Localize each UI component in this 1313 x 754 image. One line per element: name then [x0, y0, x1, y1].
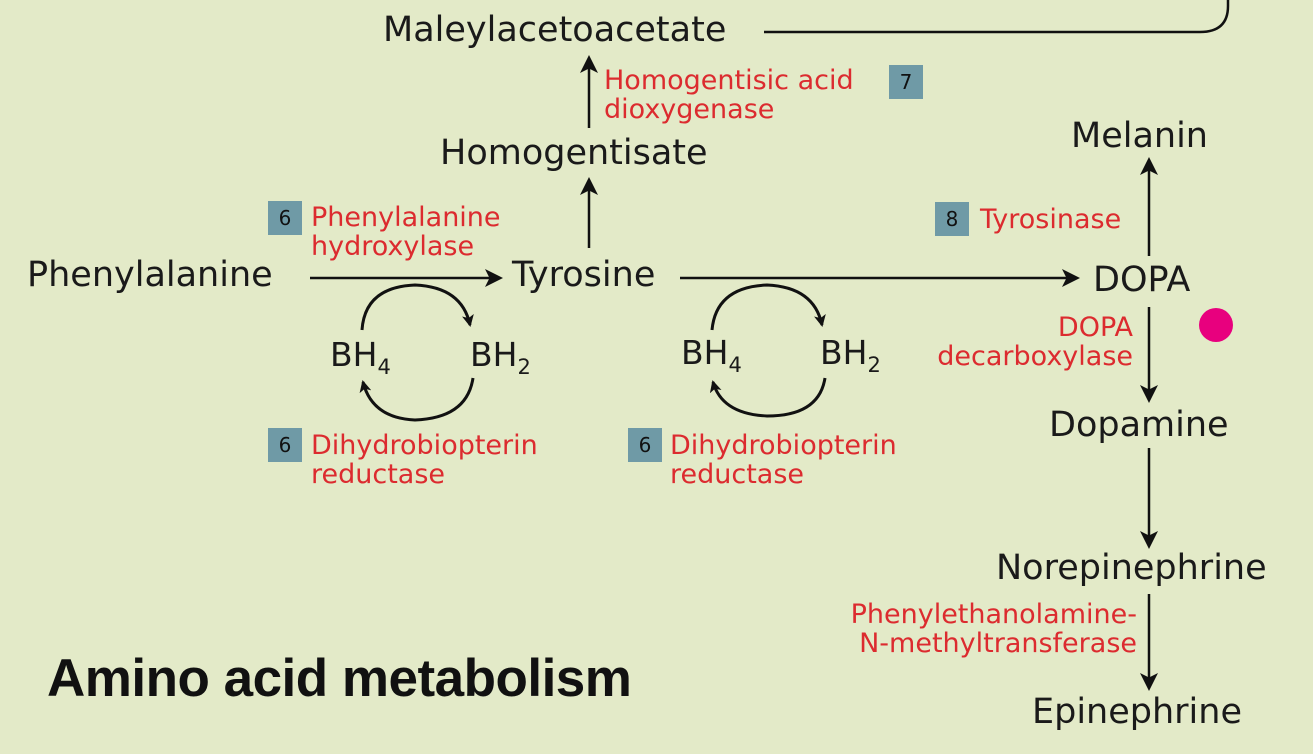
cycle-left-bottom-arc — [359, 377, 475, 422]
enzyme-dopa-decarb-line2: decarboxylase — [937, 341, 1133, 372]
metabolite-tyrosine: Tyrosine — [512, 255, 656, 295]
enzyme-dhbr-right-line2: reductase — [670, 459, 805, 490]
cofactor-bh2-left: BH2 — [470, 338, 531, 378]
enzyme-dhbr-left-line1: Dihydrobiopterin — [311, 430, 538, 461]
cofactor-bh2-left-sub: 2 — [517, 355, 531, 379]
badge-phe-hydroxylase: 6 — [268, 201, 302, 235]
enzyme-dhbr-left-line2: reductase — [311, 459, 446, 490]
cofactor-bh4-right-base: BH — [681, 333, 729, 372]
marker-dot — [1199, 308, 1233, 342]
metabolite-homogentisate: Homogentisate — [440, 133, 708, 173]
page-title: Amino acid metabolism — [47, 649, 632, 708]
cofactor-bh2-right-base: BH — [820, 333, 868, 372]
enzyme-pnmt-line2: N-methyltransferase — [859, 628, 1137, 659]
metabolite-norepinephrine: Norepinephrine — [996, 548, 1267, 588]
metabolite-melanin: Melanin — [1071, 116, 1208, 156]
cofactor-bh4-left: BH4 — [330, 338, 391, 378]
enzyme-dihydrobiopterin-reductase-left: Dihydrobiopterin reductase — [311, 431, 538, 489]
enzyme-dopa-decarb-line1: DOPA — [1057, 312, 1133, 343]
cofactor-bh2-right: BH2 — [820, 336, 881, 376]
cofactor-bh2-right-sub: 2 — [867, 353, 881, 377]
metabolite-maleylacetoacetate: Maleylacetoacetate — [383, 10, 727, 50]
enzyme-pnmt-line1: Phenylethanolamine- — [850, 599, 1137, 630]
cofactor-bh4-left-sub: 4 — [377, 355, 391, 379]
badge-dhbr-right: 6 — [628, 428, 662, 462]
badge-homogentisic: 7 — [889, 65, 923, 99]
metabolite-phenylalanine: Phenylalanine — [27, 255, 273, 295]
enzyme-homogentisic-line1: Homogentisic acid — [604, 65, 854, 96]
enzyme-pnmt: Phenylethanolamine- N-methyltransferase — [800, 600, 1137, 658]
enzyme-phe-hydroxylase-line1: Phenylalanine — [311, 202, 501, 233]
cycle-right-top-arc — [710, 283, 826, 331]
enzyme-dihydrobiopterin-reductase-right: Dihydrobiopterin reductase — [670, 431, 897, 489]
enzyme-tyrosinase: Tyrosinase — [980, 204, 1122, 235]
metabolite-dopamine: Dopamine — [1049, 405, 1229, 445]
metabolite-dopa: DOPA — [1093, 260, 1191, 300]
cofactor-bh2-left-base: BH — [470, 335, 518, 374]
enzyme-dhbr-right-line1: Dihydrobiopterin — [670, 430, 897, 461]
cofactor-bh4-right: BH4 — [681, 336, 742, 376]
cycle-left-top-arc — [360, 283, 474, 331]
enzyme-homogentisic-line2: dioxygenase — [604, 94, 775, 125]
enzyme-phenylalanine-hydroxylase: Phenylalanine hydroxylase — [311, 203, 501, 261]
badge-tyrosinase: 8 — [935, 202, 969, 236]
cofactor-bh4-left-base: BH — [330, 335, 378, 374]
cofactor-bh4-right-sub: 4 — [728, 353, 742, 377]
enzyme-phe-hydroxylase-line2: hydroxylase — [311, 231, 475, 262]
maleyl-continuation-line — [764, 0, 1230, 34]
badge-dhbr-left: 6 — [268, 428, 302, 462]
metabolite-epinephrine: Epinephrine — [1032, 692, 1242, 732]
enzyme-homogentisic-dioxygenase: Homogentisic acid dioxygenase — [604, 66, 854, 124]
cycle-right-bottom-arc — [709, 377, 827, 418]
enzyme-dopa-decarboxylase: DOPA decarboxylase — [921, 313, 1133, 371]
